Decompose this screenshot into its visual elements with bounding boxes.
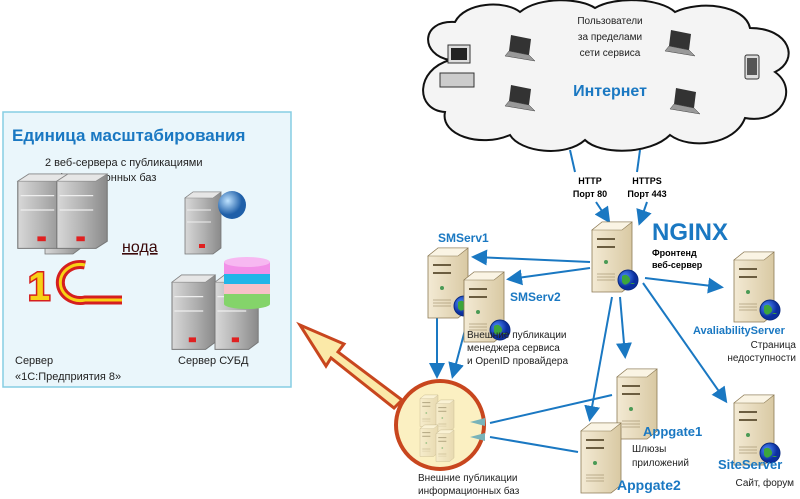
- internet-title: Интернет: [573, 83, 647, 100]
- smserv2-title: SMServ2: [510, 290, 561, 304]
- laptop-icon: [504, 35, 536, 62]
- nginx-desc: веб-сервер: [652, 260, 703, 270]
- appgate-links: [489, 394, 613, 453]
- http-port-label: Порт 80: [573, 189, 607, 199]
- connector: [636, 149, 641, 173]
- 1c-logo-text: 1: [28, 265, 50, 309]
- web-server-icon: [184, 191, 246, 255]
- 1c-server-icon: [17, 173, 108, 250]
- ib-publications-cluster: [394, 379, 486, 471]
- users-label: за пределами: [578, 32, 642, 43]
- nginx-desc: Фронтенд: [652, 248, 697, 258]
- appgate-desc: Шлюзы: [632, 444, 666, 455]
- nginx-server-icon: [592, 222, 638, 292]
- appgate2-server-icon: [580, 422, 622, 494]
- node-label: нода: [122, 239, 158, 256]
- smserv-desc: Внешние публикации: [467, 329, 567, 341]
- users-label: сети сервиса: [580, 48, 641, 59]
- tablet-icon: [744, 54, 760, 80]
- connection-arrows: [429, 201, 728, 422]
- connector: [569, 149, 576, 173]
- siteserver-desc: Сайт, форум: [735, 477, 794, 489]
- 1c-server-label: «1С:Предприятия 8»: [15, 371, 121, 383]
- availability-desc: Страница: [751, 340, 797, 351]
- appgate1-title: Appgate1: [643, 424, 702, 439]
- appgate-desc: приложений: [632, 458, 689, 469]
- http-label: HTTP: [578, 176, 602, 186]
- desktop-computer-icon: [439, 44, 475, 88]
- siteserver-server-icon: [734, 395, 780, 465]
- scale-unit-title: Единица масштабирования: [12, 126, 245, 145]
- smserv-desc: менеджера сервиса: [467, 343, 560, 354]
- ib-publications-desc: информационных баз: [418, 485, 520, 497]
- 1c-logo: 1: [27, 260, 122, 311]
- database-icon: [224, 257, 270, 309]
- availability-desc: недоступности: [727, 353, 796, 364]
- siteserver-title: SiteServer: [718, 457, 782, 472]
- laptop-icon: [504, 85, 536, 112]
- laptop-icon: [664, 30, 696, 57]
- smserv-desc: и OpenID провайдера: [467, 356, 568, 367]
- availability-title: AvaliabilityServer: [693, 325, 786, 337]
- https-label: HTTPS: [632, 176, 662, 186]
- laptop-icon: [669, 88, 701, 115]
- https-port-label: Порт 443: [627, 189, 666, 199]
- scale-unit-panel: Единица масштабирования 2 веб-сервера с …: [2, 111, 292, 388]
- availability-server-icon: [734, 252, 780, 322]
- users-label: Пользователи: [577, 16, 642, 27]
- web-servers-label: 2 веб-сервера с публикациями: [45, 157, 203, 169]
- nginx-title: NGINX: [652, 219, 728, 246]
- zoom-arrow: [296, 321, 405, 411]
- dbms-server-label: Сервер СУБД: [178, 355, 249, 367]
- appgate2-title: Appgate2: [617, 477, 681, 493]
- ib-publications-desc: Внешние публикации: [418, 472, 518, 484]
- smserv1-title: SMServ1: [438, 231, 489, 245]
- internet-cloud: Пользователи за пределами сети сервиса И…: [422, 0, 790, 152]
- 1c-server-label: Сервер: [15, 355, 53, 367]
